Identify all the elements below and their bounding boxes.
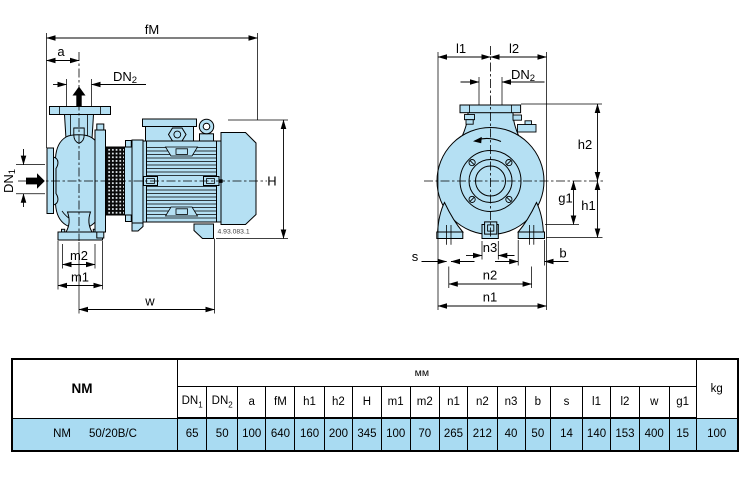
label-b: b [559, 246, 566, 261]
label-w: w [144, 294, 155, 309]
dimension-labels: fM a DN2 DN1 H m2 m1 w 4.93.083.1 l1 l2 … [1, 22, 596, 309]
pump-foot-plate [57, 231, 103, 241]
label-l2: l2 [509, 41, 519, 56]
pump-dimension-drawing: fM a DN2 DN1 H m2 m1 w 4.93.083.1 l1 l2 … [1, 22, 603, 314]
label-s: s [412, 249, 419, 264]
value-n3: 40 [496, 417, 526, 451]
value-a: 100 [237, 417, 267, 451]
col-header-l1: l1 [581, 385, 612, 419]
fan-cover [220, 132, 257, 225]
label-h2: h2 [578, 137, 592, 152]
col-header-l2: l2 [610, 385, 640, 419]
value-m1: 100 [380, 417, 411, 451]
value-n2: 212 [467, 417, 498, 451]
col-header-s: s [550, 385, 583, 419]
col-header-w: w [638, 385, 670, 419]
label-m2: m2 [70, 248, 88, 263]
col-header-h2: h2 [323, 385, 354, 419]
dimension-table: NM мм kg DN1 DN2 a fM h1 h2 H m1 m2 n1 n… [11, 358, 739, 452]
foot-plate-right [517, 231, 546, 239]
motor [142, 118, 257, 239]
value-dn1: 65 [176, 417, 208, 451]
value-kg: 100 [695, 417, 739, 451]
col-header-dn2: DN2 [206, 385, 239, 419]
value-h1: 160 [294, 417, 325, 451]
label-DN2-side: DN2 [113, 69, 137, 86]
col-header-n3: n3 [496, 385, 526, 419]
value-m2: 70 [409, 417, 440, 451]
label-n3: n3 [483, 240, 497, 255]
value-dn2: 50 [206, 417, 239, 451]
side-view [46, 106, 257, 241]
label-m1: m1 [71, 270, 89, 285]
label-n1: n1 [483, 290, 497, 305]
value-g1: 15 [668, 417, 697, 451]
col-header-m2: m2 [409, 385, 440, 419]
unit-header: мм [177, 358, 697, 387]
suction-flow-arrow [26, 173, 45, 189]
col-header-b: b [524, 385, 552, 419]
value-l1: 140 [581, 417, 612, 451]
side-view-dimensions [16, 33, 288, 314]
motor-foot [193, 223, 214, 239]
label-H: H [267, 174, 276, 189]
col-header-n1: n1 [438, 385, 469, 419]
col-header-H: H [352, 385, 382, 419]
value-b: 50 [524, 417, 552, 451]
value-n1: 265 [438, 417, 469, 451]
label-DN2-front: DN2 [511, 67, 535, 84]
value-fM: 640 [265, 417, 296, 451]
value-l2: 153 [610, 417, 640, 451]
label-fM: fM [145, 22, 159, 37]
kg-column-header: kg [695, 358, 739, 419]
label-ref-code: 4.93.083.1 [218, 228, 250, 235]
rotation-arrow-head [473, 136, 482, 144]
label-a: a [57, 44, 65, 59]
label-g1: g1 [558, 191, 572, 206]
value-h2: 200 [323, 417, 354, 451]
flow-arrows [26, 86, 86, 189]
col-header-n2: n2 [467, 385, 498, 419]
foot-bolt-slots [446, 225, 535, 245]
col-header-h1: h1 [294, 385, 325, 419]
foot-plate-left [436, 231, 464, 239]
col-header-m1: m1 [380, 385, 411, 419]
label-DN1-side: DN1 [1, 169, 18, 193]
casing-lugs [464, 114, 537, 133]
label-n2: n2 [483, 268, 497, 283]
terminal-box-lid [142, 118, 197, 127]
label-h1: h1 [581, 198, 595, 213]
value-H: 345 [352, 417, 382, 451]
motor-flange [124, 139, 144, 232]
value-w: 400 [638, 417, 670, 451]
label-l1: l1 [456, 41, 466, 56]
flange-bolts [468, 159, 513, 203]
dimension-header-row: DN1 DN2 a fM h1 h2 H m1 m2 n1 n2 n3 b s … [12, 385, 738, 419]
lifting-eye-base [199, 133, 214, 142]
value-s: 14 [550, 417, 583, 451]
col-header-dn1: DN1 [176, 385, 208, 419]
discharge-flange [49, 106, 111, 115]
front-view-dimensions [421, 52, 603, 310]
col-header-a: a [237, 385, 267, 419]
col-header-fM: fM [265, 385, 296, 419]
col-header-g1: g1 [668, 385, 697, 419]
model-column-header: NM [11, 358, 178, 419]
discharge-flow-arrow [72, 86, 86, 107]
